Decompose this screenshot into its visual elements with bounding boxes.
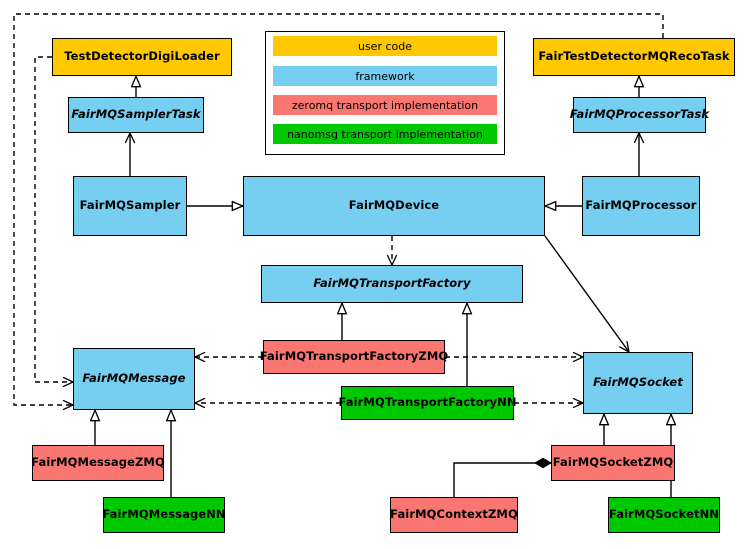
class-label: FairMQDevice — [348, 198, 440, 213]
class-label: FairMQProcessor — [585, 198, 697, 213]
class-node-fairmqprocessortask[interactable]: FairMQProcessorTask — [569, 97, 710, 133]
legend-label-nanomsg: nanomsg transport implementation — [287, 127, 483, 141]
legend-row-user-code: user code — [273, 36, 497, 56]
edge-device-to-socket — [544, 235, 629, 352]
class-node-fairmqtransportfactorynn[interactable]: FairMQTransportFactoryNN — [338, 386, 517, 420]
class-node-fairmqmessagezmq[interactable]: FairMQMessageZMQ — [31, 445, 165, 481]
class-node-fairmqsampler[interactable]: FairMQSampler — [73, 176, 187, 236]
class-node-fairmqsamplertask[interactable]: FairMQSamplerTask — [68, 97, 204, 133]
class-label: FairMQMessageZMQ — [31, 455, 165, 470]
class-node-fairmqsocketzmq[interactable]: FairMQSocketZMQ — [551, 445, 675, 481]
class-node-fairmqsocket[interactable]: FairMQSocket — [583, 352, 693, 414]
class-node-fairmqtransportfactoryzmq[interactable]: FairMQTransportFactoryZMQ — [260, 340, 448, 374]
class-label: FairTestDetectorMQRecoTask — [538, 49, 730, 64]
class-label: FairMQSocketNN — [608, 507, 720, 522]
class-node-fairmqprocessor[interactable]: FairMQProcessor — [582, 176, 700, 236]
class-node-fairmqsocketnn[interactable]: FairMQSocketNN — [608, 497, 720, 533]
class-node-fairmqcontextzmq[interactable]: FairMQContextZMQ — [390, 497, 518, 533]
legend-row-framework: framework — [273, 66, 497, 86]
legend-row-nanomsg: nanomsg transport implementation — [273, 124, 497, 144]
class-label: FairMQMessage — [82, 371, 186, 386]
class-label: FairMQSampler — [79, 198, 181, 213]
class-node-fairmqdevice[interactable]: FairMQDevice — [243, 176, 545, 236]
class-node-testdetectordigiloader[interactable]: TestDetectorDigiLoader — [52, 38, 232, 76]
class-label: FairMQTransportFactory — [313, 276, 471, 291]
class-node-fairmqtransportfactory[interactable]: FairMQTransportFactory — [261, 265, 523, 303]
edge-socketzmq-owns-contextzmq — [453, 457, 552, 497]
legend-label-user-code: user code — [357, 39, 413, 53]
class-label: FairMQMessageNN — [102, 507, 226, 522]
class-label: FairMQSocketZMQ — [552, 455, 674, 470]
legend-label-framework: framework — [355, 69, 415, 83]
legend-row-zeromq: zeromq transport implementation — [273, 95, 497, 115]
class-label: FairMQContextZMQ — [390, 507, 518, 522]
class-label: FairMQProcessorTask — [569, 107, 710, 122]
class-label: FairMQTransportFactoryNN — [338, 395, 517, 410]
class-label: FairMQTransportFactoryZMQ — [259, 349, 449, 364]
class-node-fairtestdetectormqrecotask[interactable]: FairTestDetectorMQRecoTask — [533, 38, 735, 76]
class-node-fairmqmessage[interactable]: FairMQMessage — [73, 348, 195, 410]
class-label: TestDetectorDigiLoader — [64, 49, 220, 64]
class-label: FairMQSamplerTask — [71, 107, 201, 122]
class-label: FairMQSocket — [593, 375, 683, 390]
legend-label-zeromq: zeromq transport implementation — [291, 98, 479, 112]
class-node-fairmqmessagenn[interactable]: FairMQMessageNN — [102, 497, 226, 533]
